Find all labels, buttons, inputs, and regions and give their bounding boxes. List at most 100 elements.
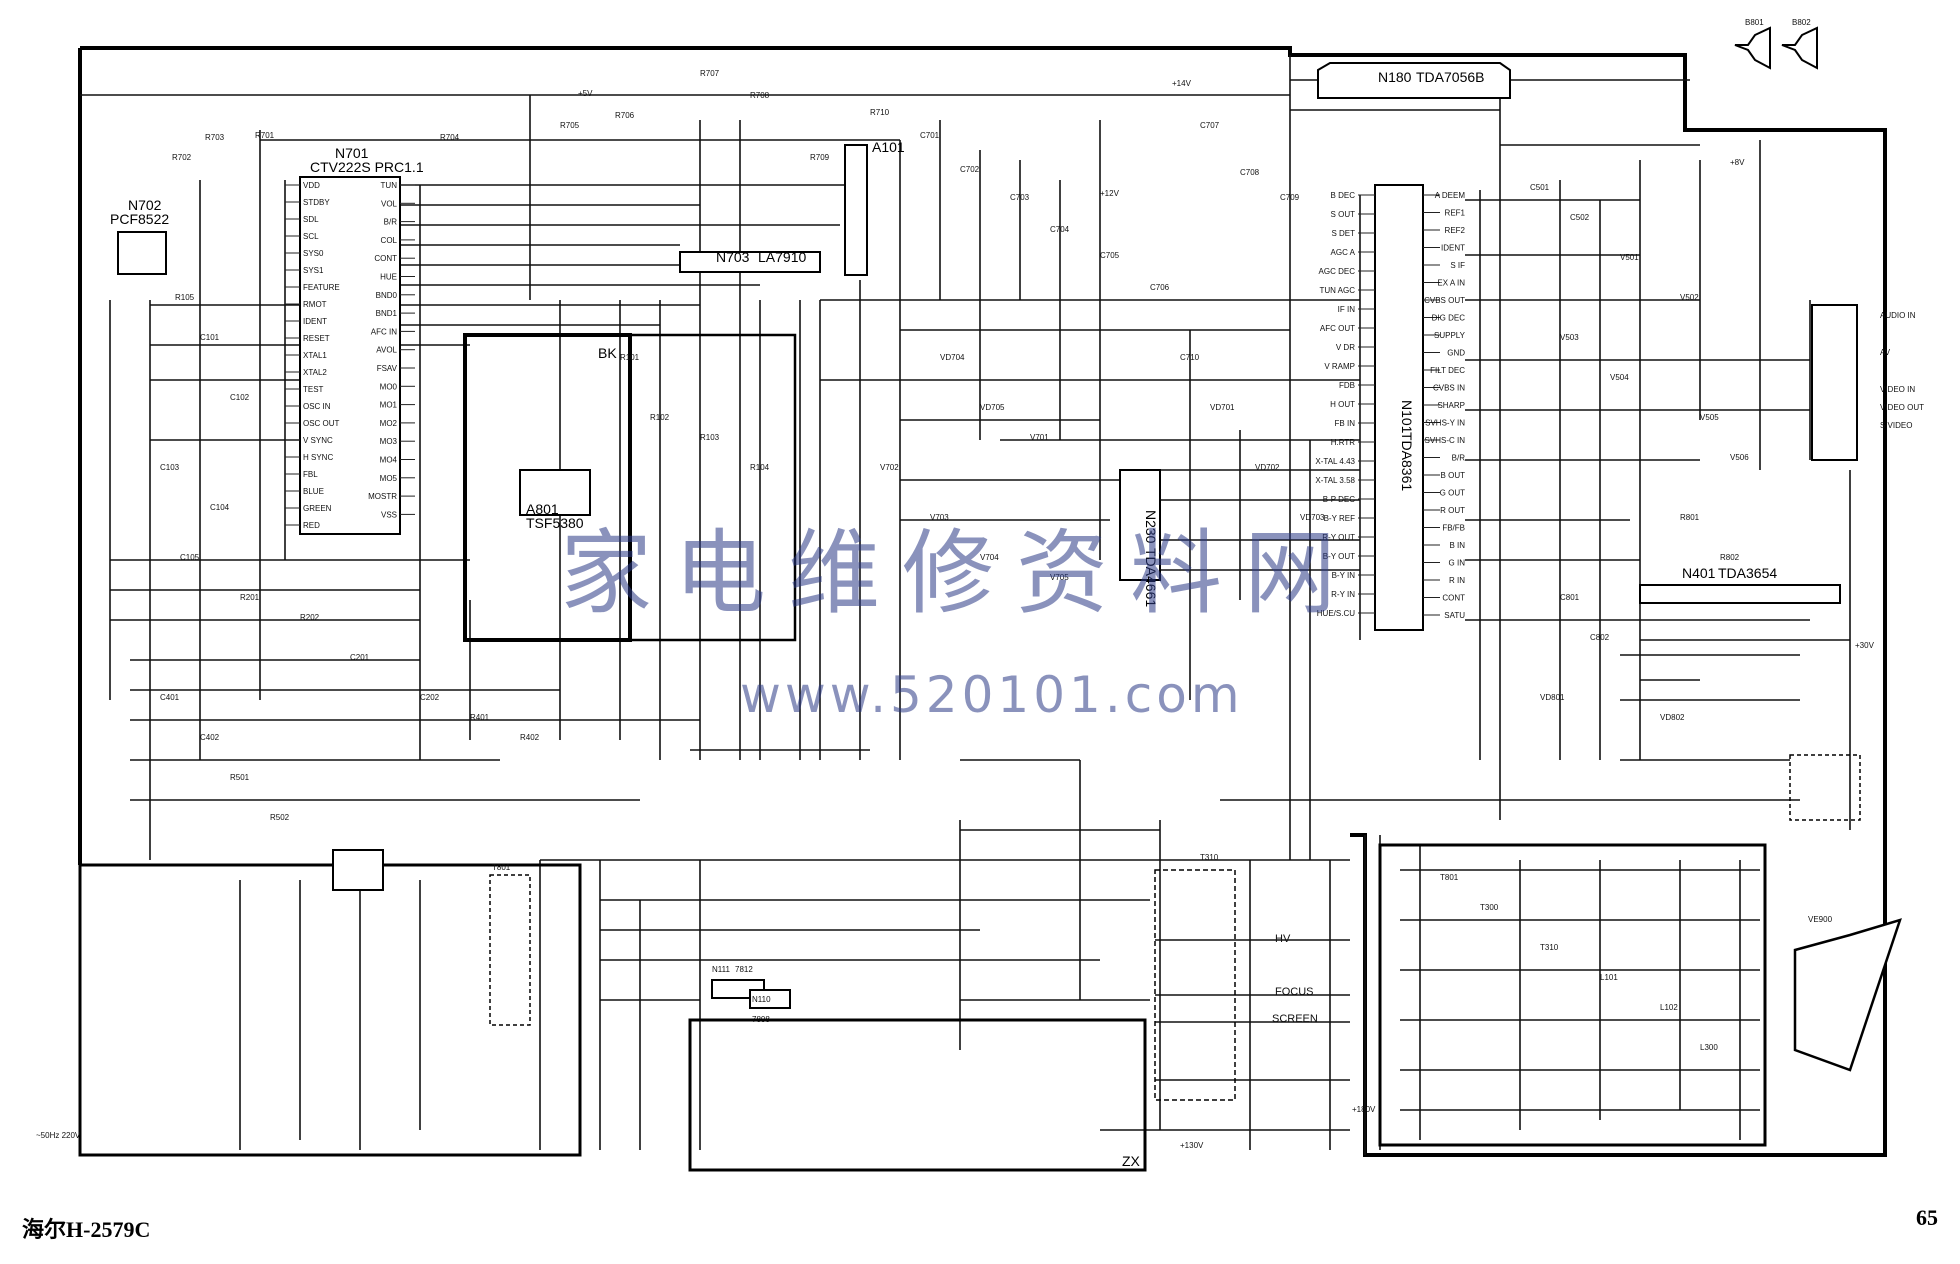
- page-number: 65: [1916, 1205, 1938, 1230]
- component-ref: C103: [160, 463, 180, 472]
- n701-pin-label: H SYNC: [303, 453, 333, 462]
- component-ref: V505: [1700, 413, 1719, 422]
- n701-pin-label: VSS: [381, 510, 397, 519]
- component-ref: R703: [205, 133, 225, 142]
- n230-part: TDA4661: [1143, 548, 1159, 607]
- focus-label: FOCUS: [1275, 986, 1314, 998]
- audio-in-label: AUDIO IN: [1880, 311, 1916, 320]
- n110-ref: N110: [752, 995, 771, 1004]
- n101-part: TDA8361: [1399, 432, 1415, 491]
- n101-pin-label: SUPPLY: [1434, 331, 1466, 340]
- n701-pin-label: OSC IN: [303, 402, 331, 411]
- n701-pin-label: XTAL2: [303, 368, 327, 377]
- mains-label: ~50Hz 220V: [36, 1131, 81, 1140]
- regulators: N111 7812 N110 7808: [711, 965, 791, 1024]
- n702-ic: N702 PCF8522: [110, 197, 169, 275]
- hv-label: HV: [1275, 933, 1291, 945]
- component-ref: VD705: [980, 403, 1005, 412]
- component-ref: VD801: [1540, 693, 1565, 702]
- n101-ref: N101: [1399, 400, 1415, 434]
- n101-pin-label: R-Y IN: [1331, 590, 1355, 599]
- component-ref: T300: [1480, 903, 1499, 912]
- n101-pin-label: FDB: [1339, 381, 1355, 390]
- component-ref: R706: [615, 111, 635, 120]
- crt-label: VE900: [1808, 915, 1833, 924]
- component-ref: VD701: [1210, 403, 1235, 412]
- component-ref: R704: [440, 133, 460, 142]
- n101-pin-label: CVBS OUT: [1424, 296, 1465, 305]
- component-ref: R102: [650, 413, 670, 422]
- n230-ic: N230 TDA4661: [1119, 469, 1161, 607]
- n101-pin-label: IDENT: [1441, 244, 1465, 253]
- n101-pin-label: REF2: [1445, 226, 1466, 235]
- component-ref: C105: [180, 553, 200, 562]
- component-ref: L102: [1660, 1003, 1678, 1012]
- component-ref: C104: [210, 503, 230, 512]
- n101-pin-label: B-Y OUT: [1323, 552, 1355, 561]
- n101-pin-label: IF IN: [1338, 305, 1356, 314]
- component-ref: R501: [230, 773, 250, 782]
- n701-pin-label: CONT: [374, 254, 397, 263]
- n101-pin-label: HUE/S.CU: [1317, 609, 1355, 618]
- n701-pin-label: VDD: [303, 181, 320, 190]
- wiring: [80, 55, 1851, 1155]
- screen-label: SCREEN: [1272, 1013, 1318, 1025]
- component-ref: L101: [1600, 973, 1618, 982]
- component-ref: C707: [1200, 121, 1220, 130]
- n101-pin-label: R OUT: [1440, 506, 1465, 515]
- component-ref: R401: [470, 713, 490, 722]
- component-ref: C101: [200, 333, 220, 342]
- n101-pin-label: REF1: [1445, 209, 1466, 218]
- component-ref: C801: [1560, 593, 1580, 602]
- component-ref: R705: [560, 121, 580, 130]
- n180-part: TDA7056B: [1416, 69, 1484, 85]
- component-ref: C402: [200, 733, 220, 742]
- n101-pin-label: A DEEM: [1435, 191, 1466, 200]
- n701-part: CTV222S PRC1.1: [310, 159, 424, 175]
- n101-pin-label: X-TAL 3.58: [1315, 476, 1355, 485]
- zx-label: ZX: [1122, 1153, 1141, 1169]
- n701-pin-label: SYS1: [303, 266, 324, 275]
- speaker1-label: B801: [1745, 18, 1764, 27]
- n101-pin-label: AFC OUT: [1320, 324, 1355, 333]
- n701-pin-label: SDL: [303, 215, 319, 224]
- n701-pin-label: MO5: [380, 474, 398, 483]
- speakers: B801 B802: [1734, 18, 1818, 70]
- n701-pin-label: RMOT: [303, 300, 327, 309]
- n701-pin-label: TEST: [303, 385, 324, 394]
- n701-pin-label: BND1: [376, 309, 398, 318]
- n701-pins: VDDSTDBYSDLSCLSYS0SYS1FEATURERMOTIDENTRE…: [285, 181, 415, 530]
- component-ref: C706: [1150, 283, 1170, 292]
- component-ref: C201: [350, 653, 370, 662]
- a801-ref: A801: [526, 501, 559, 517]
- component-ref: C802: [1590, 633, 1610, 642]
- n101-pin-label: B OUT: [1441, 471, 1466, 480]
- component-ref: V506: [1730, 453, 1749, 462]
- component-ref: R707: [700, 69, 720, 78]
- n701-pin-label: B/R: [384, 218, 398, 227]
- n701-pin-label: STDBY: [303, 198, 330, 207]
- n101-pin-label: B DEC: [1331, 191, 1356, 200]
- crt-board: VE900: [1378, 843, 1902, 1147]
- component-ref: T801: [1440, 873, 1459, 882]
- component-ref: C401: [160, 693, 180, 702]
- n701-pin-label: GREEN: [303, 504, 332, 513]
- n101-pin-label: TUN AGC: [1319, 286, 1355, 295]
- component-ref: V504: [1610, 373, 1629, 382]
- n101-pin-label: FB/FB: [1442, 524, 1465, 533]
- component-ref: V701: [1030, 433, 1049, 442]
- component-ref: R101: [620, 353, 640, 362]
- n101-pin-label: H OUT: [1330, 400, 1355, 409]
- n101-pin-label: EX A IN: [1437, 279, 1465, 288]
- n101-pin-label: B IN: [1449, 541, 1465, 550]
- video-out-label: VIDEO OUT: [1880, 403, 1924, 412]
- t310-label: T310: [1200, 853, 1219, 862]
- zx-module: ZX: [688, 1018, 1147, 1172]
- component-ref: R709: [810, 153, 830, 162]
- n101-pin-label: V RAMP: [1324, 362, 1355, 371]
- rail-12v: +12V: [1100, 189, 1120, 198]
- component-ref: R502: [270, 813, 290, 822]
